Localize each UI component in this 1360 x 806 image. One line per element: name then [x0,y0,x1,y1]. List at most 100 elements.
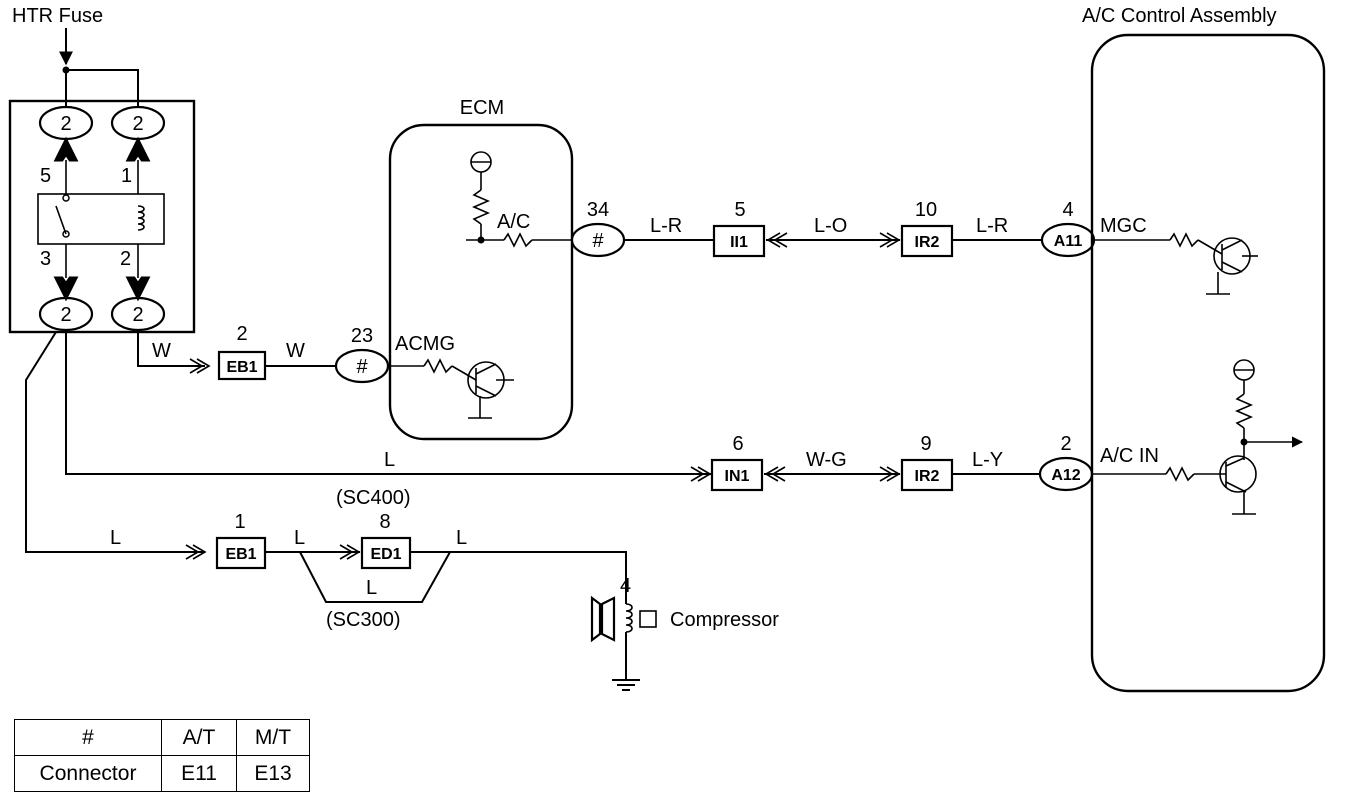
ed1-connector [360,536,412,570]
relay-chevron-5 [53,136,79,162]
legend-header-row: # A/T M/T [14,719,310,756]
in1-pin: 6 [732,433,743,455]
in1-connector [710,458,764,492]
ac-in-pullup-resistor [1234,393,1254,429]
relay-chevron-3 [53,276,79,302]
a12-pin: 2 [1060,433,1071,455]
relay-pin-2-label: 2 [120,248,131,270]
eb1-upper-pin: 2 [236,323,247,345]
ac-sig-ac-in: A/C IN [1100,445,1159,467]
relay-chevron-1 [125,136,151,162]
ed1-name: ED1 [370,546,401,563]
eb1-lower-connector [215,536,267,570]
ecm-pin-23-connector: # [334,348,390,384]
compressor-pin: 4 [620,575,631,597]
relay-bottom-left-pin: 2 [38,296,94,332]
chevron-ii1 [766,232,788,248]
ac-control-assembly-label: A/C Control Assembly [1082,5,1277,27]
ac-sig-mgc: MGC [1100,215,1147,237]
wire-w-1: W [152,340,171,362]
legend-header-mt: M/T [236,719,310,756]
ir2-lower-connector [900,458,954,492]
chevron-in1 [764,466,786,482]
eb1-upper-name: EB1 [226,359,257,376]
sc300-bypass-wire [299,551,451,603]
wire-l-b-label: L [294,527,305,549]
relay-switch [55,205,67,235]
legend-row-mt: E13 [236,755,310,792]
eb1-lower-name: EB1 [225,546,256,563]
eb1-upper-connector [217,350,267,381]
relay-pin-3-label: 3 [40,248,51,270]
chevron-eb1-lower [185,544,207,560]
a11-name: A11 [1054,233,1083,250]
ii1-connector [712,224,766,258]
compressor-clutch-icon [590,595,616,643]
chevron-ir2-lower [879,466,901,482]
wire-l-r-1: L-R [650,215,682,237]
ed1-pin: 8 [379,511,390,533]
a12-name: A12 [1051,467,1080,484]
ecm-sig-acmg: ACMG [395,333,455,355]
htr-fuse-label: HTR Fuse [12,5,103,27]
relay-top-left-pin: 2 [38,105,94,141]
relay-bottom-right-pin: 2 [110,296,166,332]
eb1-lower-pin: 1 [234,511,245,533]
ecm-ac-resistor [503,232,533,248]
wire-l-o: L-O [814,215,847,237]
ir2-lower-pin: 9 [920,433,931,455]
wire-w-g: W-G [806,449,847,471]
relay-block [8,99,196,334]
legend-row-label: Connector [14,755,162,792]
relay-top-right-pin: 2 [110,105,166,141]
fuse-wire-right [66,69,139,107]
svg-text:2: 2 [132,304,143,326]
relay-chevron-2 [125,276,151,302]
svg-text:#: # [592,230,604,252]
svg-text:2: 2 [60,113,71,135]
mgc-resistor [1169,232,1199,248]
ii1-pin: 5 [734,199,745,221]
ac-in-transistor-icon [1219,455,1257,493]
relay-coil [137,205,145,231]
relay-inner-box [37,193,165,245]
ecm-pullup-resistor [471,189,491,225]
wire-l-r-2: L-R [976,215,1008,237]
legend-data-row: Connector E11 E13 [14,755,310,792]
relay-pin-5-label: 5 [40,165,51,187]
in1-name: IN1 [725,468,750,485]
ir2-upper-pin: 10 [915,199,937,221]
svg-text:2: 2 [132,113,143,135]
wire-w-2: W [286,340,305,362]
relay-contact-top [62,194,70,202]
connector-legend-table: # A/T M/T Connector E11 E13 [14,719,310,792]
ecm-pin-34: 34 [587,199,609,221]
ecm-pin-34-connector: # [570,222,626,258]
chevron-ir2-upper [879,232,901,248]
relay-pin-1-label: 1 [121,165,132,187]
compressor-label: Compressor [670,609,779,631]
chevron-ed1 [339,544,361,560]
chevron-in1-left [690,466,712,482]
wire-l-main [65,330,714,475]
wire-l-main-label: L [384,449,395,471]
wire-l-d-label: L [456,527,467,549]
ecm-box [388,123,574,441]
ir2-lower-name: IR2 [915,468,940,485]
svg-text:2: 2 [60,304,71,326]
ecm-pin-23: 23 [351,325,373,347]
ac-in-resistor [1165,466,1195,482]
compressor-box-icon [639,610,657,628]
sc300-label: (SC300) [326,609,400,631]
wire-l-lower [25,331,205,553]
legend-header-hash: # [14,719,162,756]
ecm-acmg-resistor [423,358,453,374]
wire-l-a-label: L [110,527,121,549]
ecm-sig-ac: A/C [497,211,530,233]
compressor-clutch-coil [625,603,633,633]
legend-row-at: E11 [161,755,237,792]
ac-control-assembly-box [1090,33,1326,693]
ir2-upper-name: IR2 [915,234,940,251]
chevron-eb1-upper [189,358,211,374]
